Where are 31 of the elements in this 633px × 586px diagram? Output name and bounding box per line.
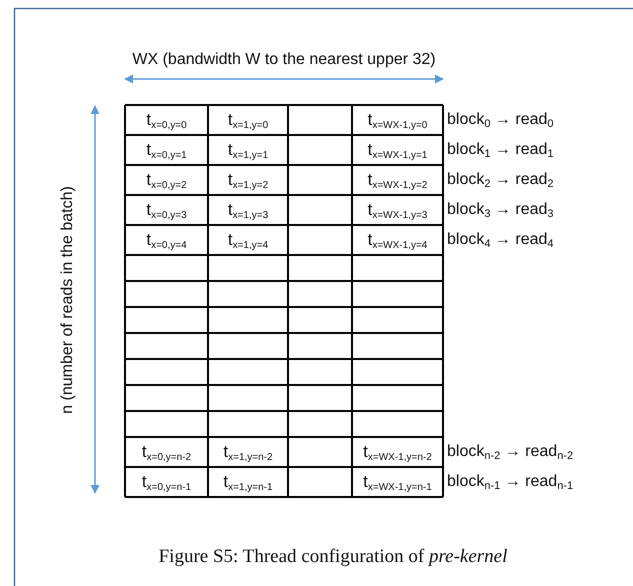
- thread-label: t$_{x=WX-1,y=4}$: [366, 231, 428, 251]
- block-read-label: block$_{2}$ → read$_{2}$: [447, 172, 554, 190]
- thread-label: t$_{x=0,y=4}$: [145, 231, 188, 251]
- block-read-label: block$_{1}$ → read$_{1}$: [447, 142, 554, 160]
- block-read-label: block$_{0}$ → read$_{0}$: [447, 112, 554, 130]
- block-read-label: block$_{3}$ → read$_{3}$: [447, 202, 554, 220]
- thread-label: t$_{x=1,y=1}$: [226, 141, 270, 161]
- thread-label: t$_{x=WX-1,y=2}$: [366, 171, 428, 191]
- thread-label: t$_{x=0,y=n-1}$: [140, 473, 192, 493]
- thread-label: t$_{x=WX-1,y=n-1}$: [362, 473, 433, 493]
- block-read-label: block$_{n-2}$ → read$_{n-2}$: [447, 444, 574, 462]
- thread-label: t$_{x=1,y=n-2}$: [222, 443, 274, 463]
- dimension-label: n (number of reads in the batch): [60, 186, 76, 414]
- thread-label: t$_{x=0,y=3}$: [145, 201, 188, 221]
- thread-label: t$_{x=1,y=4}$: [226, 231, 270, 251]
- thread-label: t$_{x=1,y=0}$: [226, 111, 270, 131]
- thread-label: t$_{x=WX-1,y=1}$: [366, 141, 428, 161]
- figure-caption: Figure S5: Thread configuration of pre-kernel: [158, 547, 508, 566]
- thread-label: t$_{x=1,y=n-1}$: [222, 473, 274, 493]
- thread-label: t$_{x=0,y=n-2}$: [140, 443, 192, 463]
- thread-label: t$_{x=1,y=2}$: [226, 171, 270, 191]
- block-read-label: block$_{4}$ → read$_{4}$: [447, 232, 554, 250]
- block-read-label: block$_{n-1}$ → read$_{n-1}$: [447, 474, 574, 492]
- dimension-label: WX (bandwidth W to the nearest upper 32): [132, 52, 436, 68]
- thread-label: t$_{x=0,y=0}$: [145, 111, 188, 131]
- thread-label: t$_{x=WX-1,y=0}$: [366, 111, 428, 131]
- thread-label: t$_{x=WX-1,y=3}$: [366, 201, 428, 221]
- thread-label: t$_{x=0,y=1}$: [145, 141, 188, 161]
- thread-label: t$_{x=WX-1,y=n-2}$: [362, 443, 433, 463]
- thread-label: t$_{x=1,y=3}$: [226, 201, 270, 221]
- thread-label: t$_{x=0,y=2}$: [145, 171, 188, 191]
